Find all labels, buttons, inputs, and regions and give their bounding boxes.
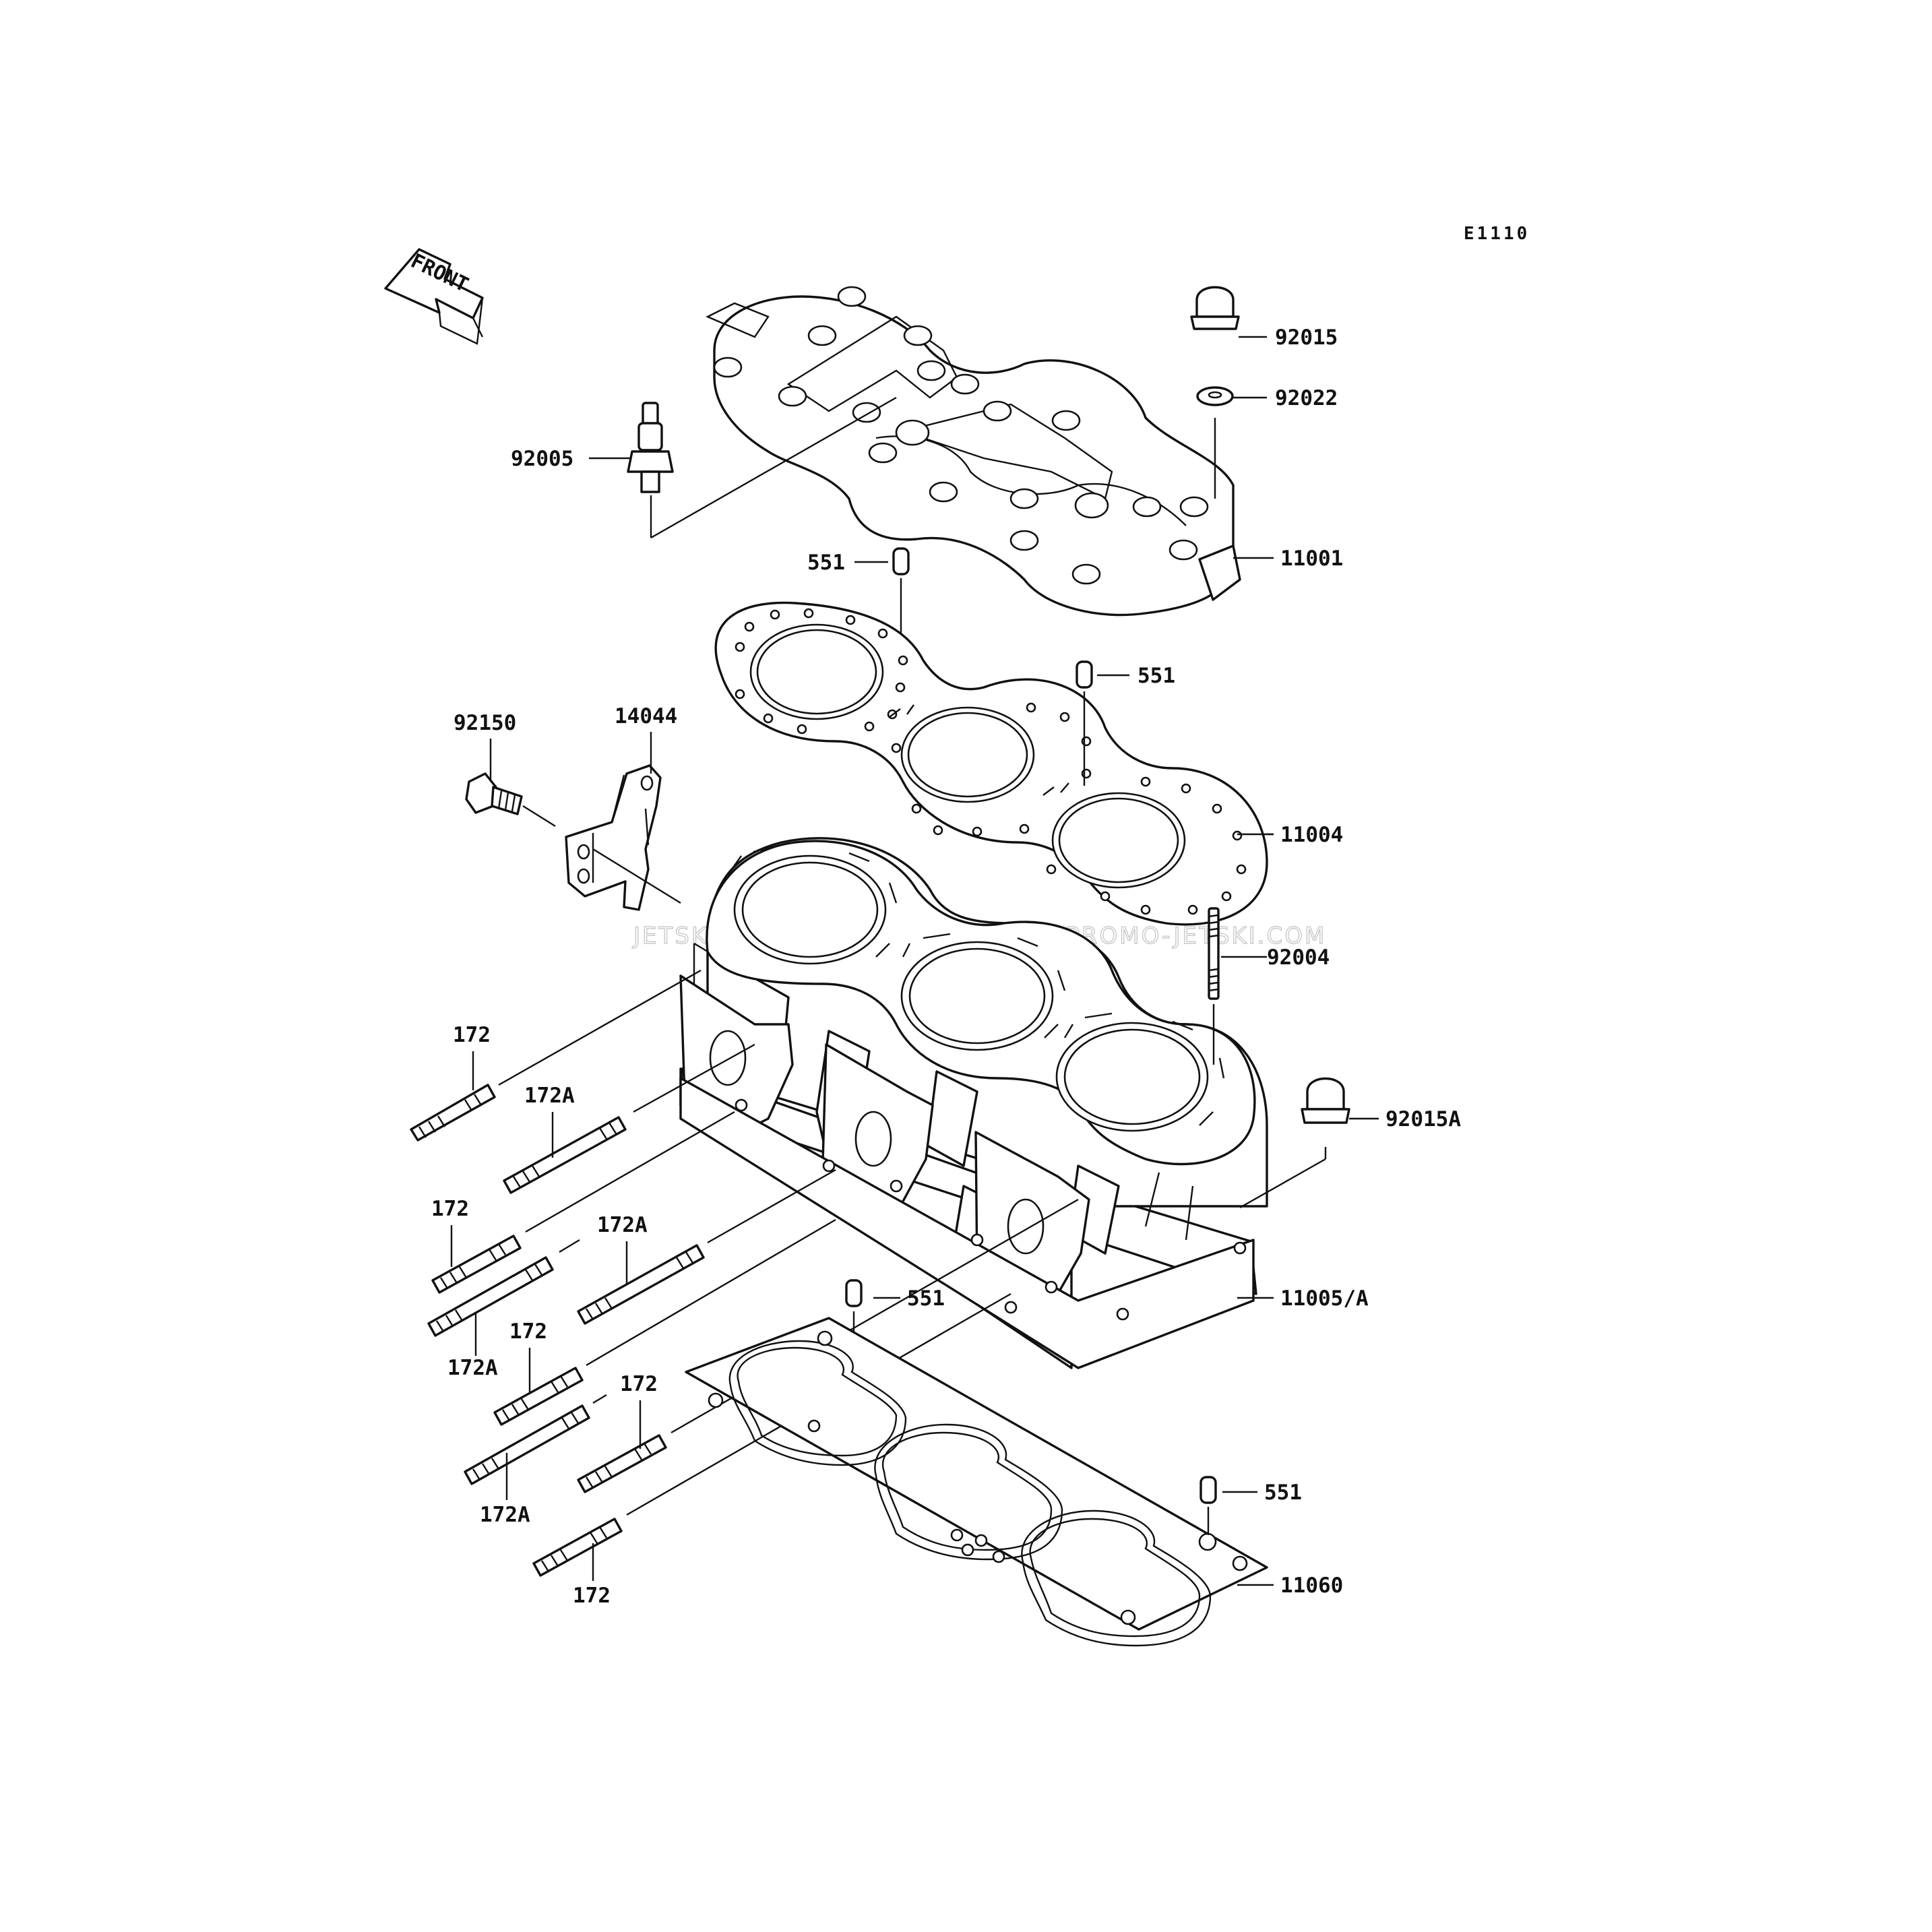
- label-92015: 92015: [1275, 325, 1338, 350]
- label-11060: 11060: [1280, 1573, 1343, 1598]
- bolt-icon: [465, 772, 523, 815]
- head-gasket: [714, 601, 1268, 926]
- label-11004: 11004: [1280, 823, 1343, 847]
- label-172A-1: 172A: [524, 1084, 575, 1108]
- label-14044: 14044: [615, 704, 677, 728]
- label-172-2: 172: [431, 1197, 469, 1221]
- label-172A-3: 172A: [447, 1356, 498, 1380]
- dowel-pin-icon: [892, 547, 910, 575]
- front-arrow-icon: FRONT: [384, 248, 484, 345]
- washer-icon: [1196, 386, 1234, 406]
- label-92150: 92150: [454, 711, 516, 735]
- dowel-pin-icon: [1076, 660, 1093, 689]
- stud-bolts: [410, 1084, 705, 1577]
- label-172-5: 172: [573, 1584, 611, 1608]
- cap-nut-icon: [1190, 286, 1240, 330]
- label-172A-2: 172A: [597, 1213, 648, 1237]
- diagram-code: E1110: [1464, 224, 1530, 244]
- cylinder-head: [706, 286, 1241, 617]
- dowel-pin-icon: [1199, 1476, 1217, 1504]
- label-92005: 92005: [511, 447, 573, 471]
- label-92004: 92004: [1267, 945, 1330, 970]
- label-172-1: 172: [453, 1023, 491, 1047]
- label-11001: 11001: [1280, 547, 1343, 571]
- label-92015A: 92015A: [1385, 1107, 1461, 1131]
- label-172-3: 172: [509, 1319, 547, 1344]
- cap-nut-icon: [1301, 1077, 1350, 1124]
- base-gasket: [685, 1317, 1268, 1647]
- label-11005A: 11005/A: [1280, 1286, 1369, 1311]
- cylinder-block: [679, 837, 1268, 1369]
- label-551-d: 551: [1264, 1481, 1302, 1505]
- head-gasket-bolt-holes: [735, 608, 1247, 915]
- label-92022: 92022: [1275, 386, 1338, 410]
- label-551-a: 551: [807, 551, 845, 575]
- stud-icon: [1208, 907, 1220, 1000]
- label-551-c: 551: [907, 1286, 945, 1311]
- label-551-b: 551: [1138, 664, 1175, 688]
- label-172A-4: 172A: [480, 1503, 530, 1527]
- transfer-ports: [731, 845, 1225, 1126]
- dowel-pin-icon: [845, 1279, 863, 1307]
- label-172-4: 172: [620, 1372, 658, 1396]
- head-bolt-holes: [713, 286, 1209, 585]
- fitting-icon: [627, 402, 674, 493]
- bracket: [565, 764, 662, 911]
